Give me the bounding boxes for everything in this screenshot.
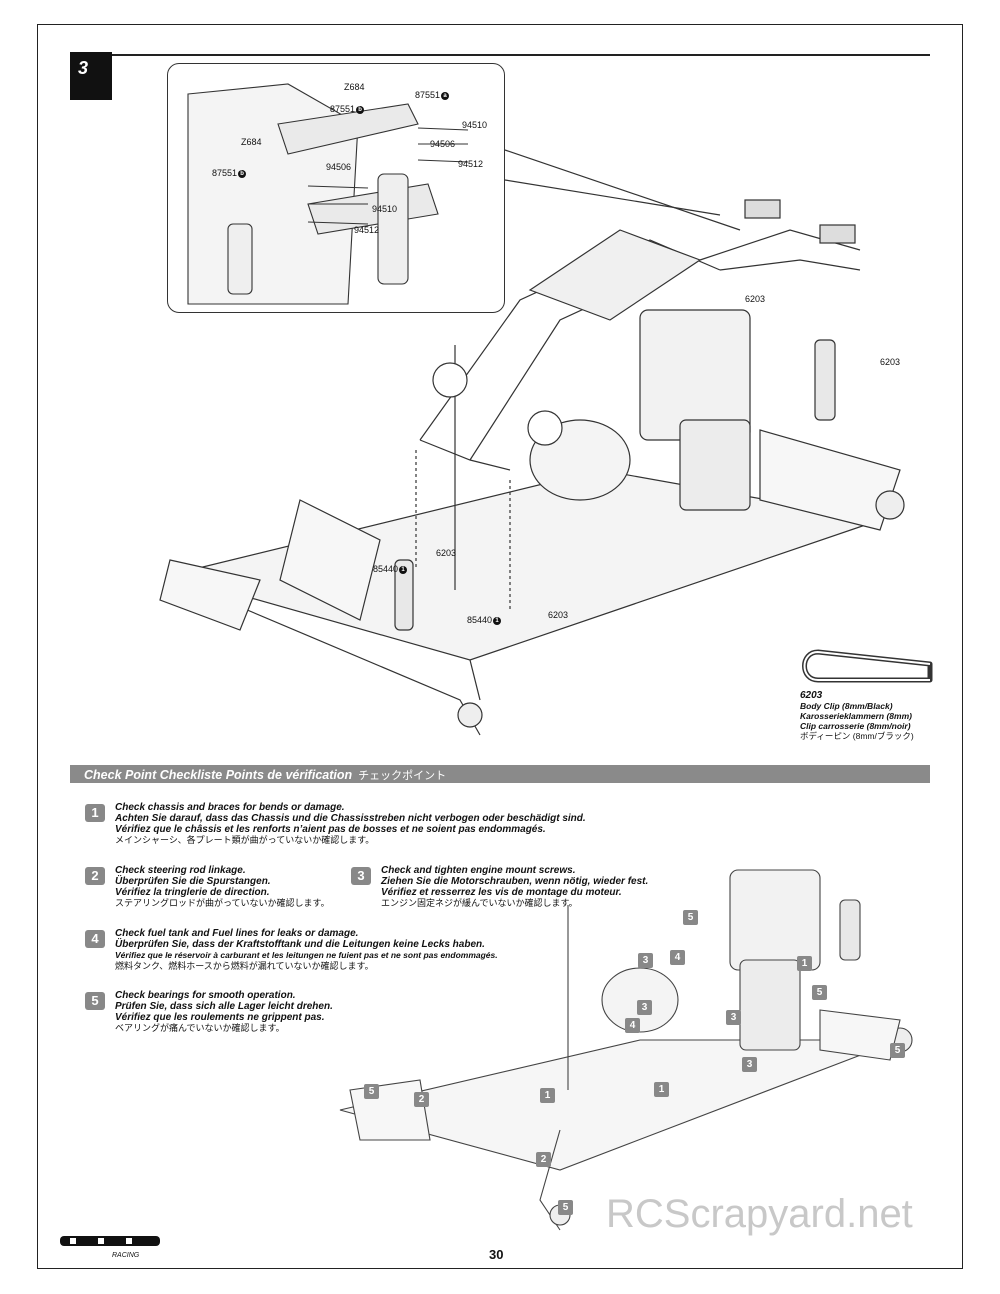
callout-badge: 5 — [558, 1200, 573, 1215]
callout-badge: 2 — [414, 1092, 429, 1107]
check-item-de: Überprüfen Sie die Spurstangen. — [115, 876, 271, 887]
callout-badge: 2 — [536, 1152, 551, 1167]
body-clip-icon — [802, 649, 933, 683]
callout-badge: 4 — [625, 1018, 640, 1033]
check-item-en: Check fuel tank and Fuel lines for leaks… — [115, 928, 359, 939]
check-item-number: 3 — [351, 867, 371, 885]
part-label-6203: 6203 — [548, 610, 569, 620]
page-frame — [37, 24, 963, 1269]
checkpoint-title: Check Point Checkliste Points de vérific… — [84, 768, 447, 782]
callout-badge: 1 — [654, 1082, 669, 1097]
callout-badge: 3 — [742, 1057, 757, 1072]
part-label-94512-2: 94512 — [354, 225, 380, 235]
check-item-jp: ステアリングロッドが曲がっていないか確認します。 — [115, 898, 330, 908]
check-item-jp: メインシャーシ、各プレート類が曲がっていないか確認します。 — [115, 835, 375, 845]
check-item-jp: 燃料タンク、燃料ホースから燃料が漏れていないか確認します。 — [115, 961, 374, 971]
part-label-94506: 94506 — [430, 139, 456, 149]
check-item-fr: Vérifiez que le réservoir à carburant et… — [115, 950, 498, 960]
body-clip-fr: Clip carrosserie (8mm/noir) — [800, 721, 911, 731]
callout-badge: 5 — [364, 1084, 379, 1099]
detail-callout-box — [167, 63, 505, 313]
part-label-6203: 6203 — [745, 294, 766, 304]
part-label-z684: Z684 — [344, 82, 365, 92]
body-clip-jp: ボディーピン (8mm/ブラック) — [800, 731, 914, 741]
callout-badge: 3 — [638, 953, 653, 968]
step-tab — [70, 52, 112, 100]
body-clip-de: Karosserieklammern (8mm) — [800, 711, 912, 721]
callout-badge: 5 — [683, 910, 698, 925]
step-rule — [112, 54, 930, 56]
check-item-number: 5 — [85, 992, 105, 1010]
callout-badge: 1 — [540, 1088, 555, 1103]
check-item-number: 4 — [85, 930, 105, 948]
body-clip-part-no: 6203 — [800, 690, 823, 701]
check-item-de: Überprüfen Sie, dass der Kraftstofftank … — [115, 939, 485, 950]
check-item-en: Check and tighten engine mount screws. — [381, 865, 576, 876]
callout-badge: 4 — [670, 950, 685, 965]
checkpoint-header-bar — [70, 765, 930, 783]
check-item-en: Check steering rod linkage. — [115, 865, 246, 876]
check-item-fr: Vérifiez et resserrez les vis de montage… — [381, 887, 622, 898]
main-assembly-drawing — [159, 149, 905, 736]
check-item-number: 1 — [85, 804, 105, 822]
part-label-6203: 6203 — [436, 548, 457, 558]
page-number: 30 — [489, 1247, 504, 1262]
svg-text:RACING: RACING — [112, 1252, 140, 1259]
watermark: RCScrapyard.net — [606, 1192, 913, 1236]
check-item-fr: Vérifiez que le châssis et les renforts … — [115, 824, 546, 835]
check-item-number: 2 — [85, 867, 105, 885]
check-item-fr: Vérifiez que les roulements ne grippent … — [115, 1012, 325, 1023]
callout-badge: 5 — [812, 985, 827, 1000]
step-number: 3 — [78, 58, 89, 78]
callout-drawing — [187, 83, 469, 305]
check-item-de: Ziehen Sie die Motorschrauben, wenn nöti… — [381, 876, 649, 887]
check-item-de: Achten Sie darauf, dass das Chassis und … — [115, 813, 586, 824]
check-item-jp: エンジン固定ネジが緩んでいないか確認します。 — [381, 898, 578, 908]
check-item-en: Check bearings for smooth operation. — [115, 990, 296, 1001]
callout-badge: 5 — [890, 1043, 905, 1058]
part-label-z684-2: Z684 — [241, 137, 262, 147]
check-item-jp: ベアリングが痛んでいないか確認します。 — [115, 1023, 285, 1033]
body-clip-legend: 6203 Body Clip (8mm/Black) Karosseriekla… — [800, 690, 940, 741]
hpi-racing-logo: RACING — [60, 1236, 160, 1259]
check-item-en: Check chassis and braces for bends or da… — [115, 802, 345, 813]
callout-badge: 3 — [637, 1000, 652, 1015]
check-item-fr: Vérifiez la tringlerie de direction. — [115, 887, 270, 898]
part-label-94512: 94512 — [458, 159, 484, 169]
part-label-94506-2: 94506 — [326, 162, 352, 172]
part-label-94510: 94510 — [462, 120, 488, 130]
check-item-de: Prüfen Sie, dass sich alle Lager leicht … — [115, 1001, 333, 1012]
callout-badge: 1 — [797, 956, 812, 971]
part-label-6203: 6203 — [880, 357, 901, 367]
part-label-94510-2: 94510 — [372, 204, 398, 214]
callout-badge: 3 — [726, 1010, 741, 1025]
body-clip-en: Body Clip (8mm/Black) — [800, 701, 893, 711]
